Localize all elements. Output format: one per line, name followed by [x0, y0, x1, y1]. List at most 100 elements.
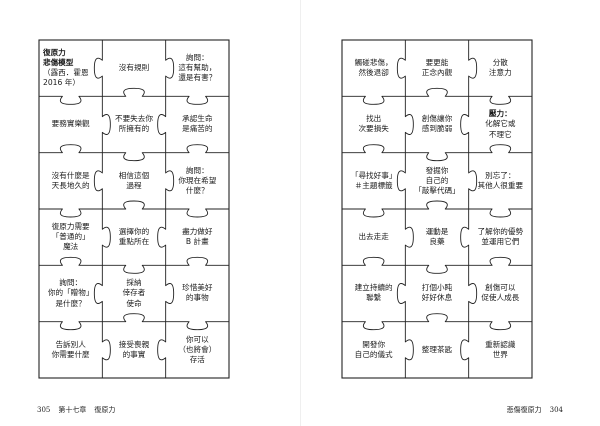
puzzle-piece-body: （露西．霍恩 2016 年） [43, 68, 89, 88]
puzzle-piece: 選擇你的 重點所在 [102, 209, 165, 265]
puzzle-piece-body: 沒有規則 [118, 63, 150, 73]
puzzle-piece-body: 你可以 （也將會） 存活 [178, 334, 217, 364]
puzzle-piece-body: 打個小盹 好好休息 [421, 283, 453, 303]
puzzle-piece-text: 打個小盹 好好休息 [422, 283, 452, 303]
puzzle-piece: 珍惜美好 的事物 [166, 265, 229, 321]
puzzle-piece: 復原力 悲傷模型 （露西．霍恩 2016 年） [39, 40, 102, 96]
puzzle-piece: 採納 倖存者 使命 [102, 265, 165, 321]
puzzle-horizontal-seam [39, 313, 229, 331]
puzzle-piece-body: 復原力需要 「普通的」 魔法 [51, 222, 90, 252]
right-puzzle-lines [341, 39, 533, 379]
puzzle-piece: 復原力需要 「普通的」 魔法 [39, 209, 102, 265]
puzzle-piece-text: 珍惜美好 的事物 [182, 283, 212, 303]
puzzle-piece-body: 選擇你的 重點所在 [118, 227, 150, 247]
puzzle-piece-body: 整理茶匙 [421, 344, 453, 354]
puzzle-piece-text: 創傷可以 促使人成長 [481, 283, 519, 303]
puzzle-piece-body: 詢問： 這有幫助， 還是有害？ [178, 53, 217, 83]
puzzle-piece-body: 找出 次要損失 [358, 114, 389, 134]
puzzle-piece-body: 「尋找好事」 ＃主題標籤 [350, 170, 397, 190]
running-title: 悲傷復原力 [506, 406, 542, 414]
puzzle-piece-text: 要更能 正念內觀 [422, 58, 452, 78]
puzzle-piece-body: 詢問： 你的「贈物」 是什麼？ [47, 278, 94, 308]
puzzle-horizontal-seam [342, 256, 532, 274]
puzzle-piece: 建立持續的 聯繫 [342, 265, 405, 321]
puzzle-piece-text: 壓力： 化解它或 不理它 [485, 109, 515, 139]
puzzle-piece-body: 採納 倖存者 使命 [122, 278, 146, 308]
puzzle-piece-text: 詢問： 你的「贈物」 是什麼？ [48, 278, 94, 308]
puzzle-piece-body: 珍惜美好 的事物 [182, 283, 213, 303]
puzzle-piece: 打個小盹 好好休息 [405, 265, 468, 321]
puzzle-piece: 你可以 （也將會） 存活 [166, 322, 229, 378]
page-number: 304 [549, 406, 563, 414]
puzzle-piece: 相信這個 過程 [102, 153, 165, 209]
puzzle-piece-body: 盡力做好 B 計畫 [182, 227, 213, 247]
puzzle-piece-text: 找出 次要損失 [358, 114, 388, 134]
puzzle-piece: 沒有什麼是 天長地久的 [39, 153, 102, 209]
puzzle-piece-body: 重新認識 世界 [485, 339, 516, 359]
puzzle-piece: 接受喪親 的事實 [102, 322, 165, 378]
puzzle-piece-text: 復原力需要 「普通的」 魔法 [52, 222, 90, 252]
puzzle-piece-text: 沒有規則 [119, 63, 149, 73]
puzzle-piece-body: 詢問： 你現在希望 什麼？ [178, 165, 217, 195]
puzzle-horizontal-seam [342, 200, 532, 218]
puzzle-horizontal-seam [39, 87, 229, 105]
puzzle-piece-text: 你可以 （也將會） 存活 [178, 335, 216, 365]
puzzle-piece: 觸碰悲傷， 然後退卻 [342, 40, 405, 96]
puzzle-piece: 沒有規則 [102, 40, 165, 96]
puzzle-piece: 創傷可以 促使人成長 [469, 265, 532, 321]
puzzle-piece: 別忘了： 其他人很重要 [469, 153, 532, 209]
left-jigsaw-puzzle: 復原力 悲傷模型 （露西．霍恩 2016 年） 沒有規則 詢問： 這有幫助， 還是有… [38, 39, 230, 379]
puzzle-piece: 發掘你 自己的 「敲擊代碼」 [405, 153, 468, 209]
puzzle-piece-body: 告訴別人 你需要什麼 [51, 339, 90, 359]
puzzle-piece-text: 別忘了： 其他人很重要 [478, 171, 524, 191]
puzzle-piece: 重新認識 世界 [469, 322, 532, 378]
book-gutter [300, 0, 301, 426]
puzzle-piece-text: 了解你的優勢 並運用它們 [478, 227, 524, 247]
puzzle-piece-text: 分散 注意力 [489, 58, 512, 78]
puzzle-piece-title: 壓力： [488, 109, 512, 119]
puzzle-piece-text: 接受喪親 的事實 [119, 340, 149, 360]
puzzle-piece-body: 不要失去你 所擁有的 [115, 114, 153, 134]
puzzle-piece-body: 出去走走 [358, 232, 389, 242]
puzzle-piece-body: 開發你 自己的儀式 [354, 339, 393, 359]
puzzle-piece: 詢問： 你的「贈物」 是什麼？ [39, 265, 102, 321]
left-puzzle-lines [38, 39, 230, 379]
puzzle-piece-text: 建立持續的 聯繫 [355, 283, 393, 303]
puzzle-horizontal-seam [342, 87, 532, 105]
puzzle-piece: 要更能 正念內觀 [405, 40, 468, 96]
puzzle-piece: 開發你 自己的儀式 [342, 322, 405, 378]
puzzle-piece-body: 相信這個 過程 [118, 170, 150, 190]
puzzle-piece-text: 詢問： 你現在希望 什麼？ [178, 166, 216, 196]
puzzle-piece-body: 承認生命 是痛苦的 [182, 114, 213, 134]
puzzle-piece-title: 復原力 悲傷模型 [43, 48, 74, 68]
puzzle-piece-text: 觸碰悲傷， 然後退卻 [355, 58, 393, 78]
puzzle-piece-body: 別忘了： 其他人很重要 [477, 170, 524, 190]
puzzle-piece-text: 不要失去你 所擁有的 [115, 114, 153, 134]
puzzle-piece: 要務實樂觀 [39, 96, 102, 152]
page-number: 305 [37, 406, 51, 414]
puzzle-piece: 整理茶匙 [405, 322, 468, 378]
puzzle-horizontal-seam [39, 256, 229, 274]
puzzle-piece-text: 詢問： 這有幫助， 還是有害？ [178, 53, 216, 83]
puzzle-piece-text: 重新認識 世界 [485, 340, 515, 360]
puzzle-piece: 不要失去你 所擁有的 [102, 96, 165, 152]
puzzle-piece: 告訴別人 你需要什麼 [39, 322, 102, 378]
puzzle-piece: 運動是 良藥 [405, 209, 468, 265]
puzzle-piece-text: 選擇你的 重點所在 [119, 227, 149, 247]
puzzle-piece: 了解你的優勢 並運用它們 [469, 209, 532, 265]
puzzle-piece-text: 盡力做好 B 計畫 [182, 227, 212, 247]
puzzle-piece-body: 接受喪親 的事實 [118, 339, 150, 359]
puzzle-piece-body: 要務實樂觀 [51, 119, 90, 129]
chapter-label: 第十七章 [58, 406, 87, 414]
puzzle-piece: 分散 注意力 [469, 40, 532, 96]
puzzle-piece-body: 觸碰悲傷， 然後退卻 [354, 58, 393, 78]
puzzle-piece-body: 要更能 正念內觀 [421, 58, 453, 78]
puzzle-piece-body: 創傷可以 促使人成長 [481, 283, 520, 303]
puzzle-piece-body: 了解你的優勢 並運用它們 [477, 227, 524, 247]
puzzle-piece-text: 告訴別人 你需要什麼 [52, 340, 90, 360]
puzzle-horizontal-seam [39, 200, 229, 218]
puzzle-piece: 壓力： 化解它或 不理它 [469, 96, 532, 152]
puzzle-piece-text: 相信這個 過程 [119, 171, 149, 191]
puzzle-piece-text: 沒有什麼是 天長地久的 [52, 171, 90, 191]
